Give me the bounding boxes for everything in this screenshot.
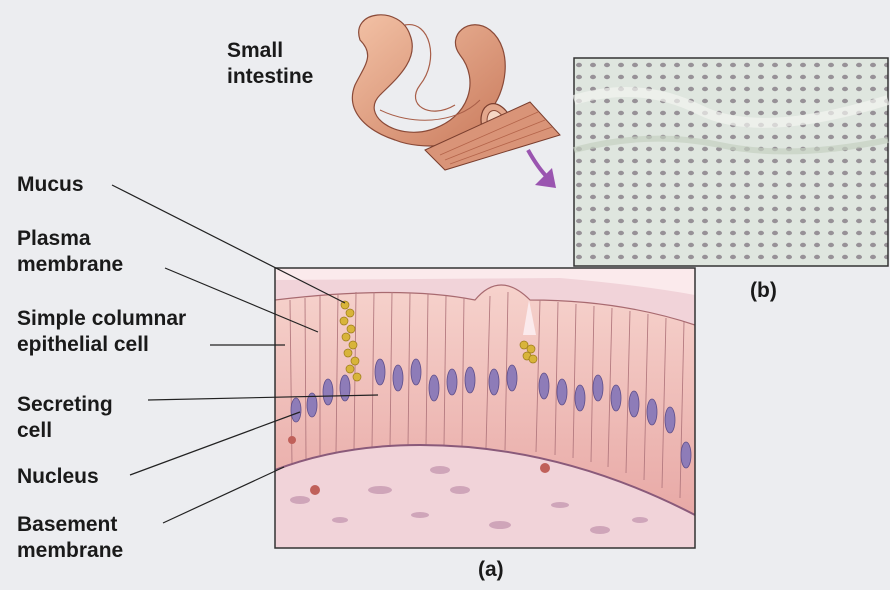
tissue-drawing [275, 268, 695, 548]
nucleus-label: Nucleus [17, 464, 99, 490]
small-intestine-illustration [352, 15, 560, 170]
panel-b-label: (b) [750, 278, 777, 304]
simple-columnar-label: Simple columnar epithelial cell [17, 306, 186, 358]
micrograph-panel [574, 58, 888, 266]
pointer-arrow [528, 150, 556, 188]
panel-a-label: (a) [478, 557, 504, 583]
mucus-label: Mucus [17, 172, 84, 198]
plasma-membrane-label: Plasma membrane [17, 226, 123, 278]
basement-membrane-label: Basement membrane [17, 512, 123, 564]
small-intestine-label: Small intestine [227, 38, 313, 90]
secreting-cell-label: Secreting cell [17, 392, 113, 444]
